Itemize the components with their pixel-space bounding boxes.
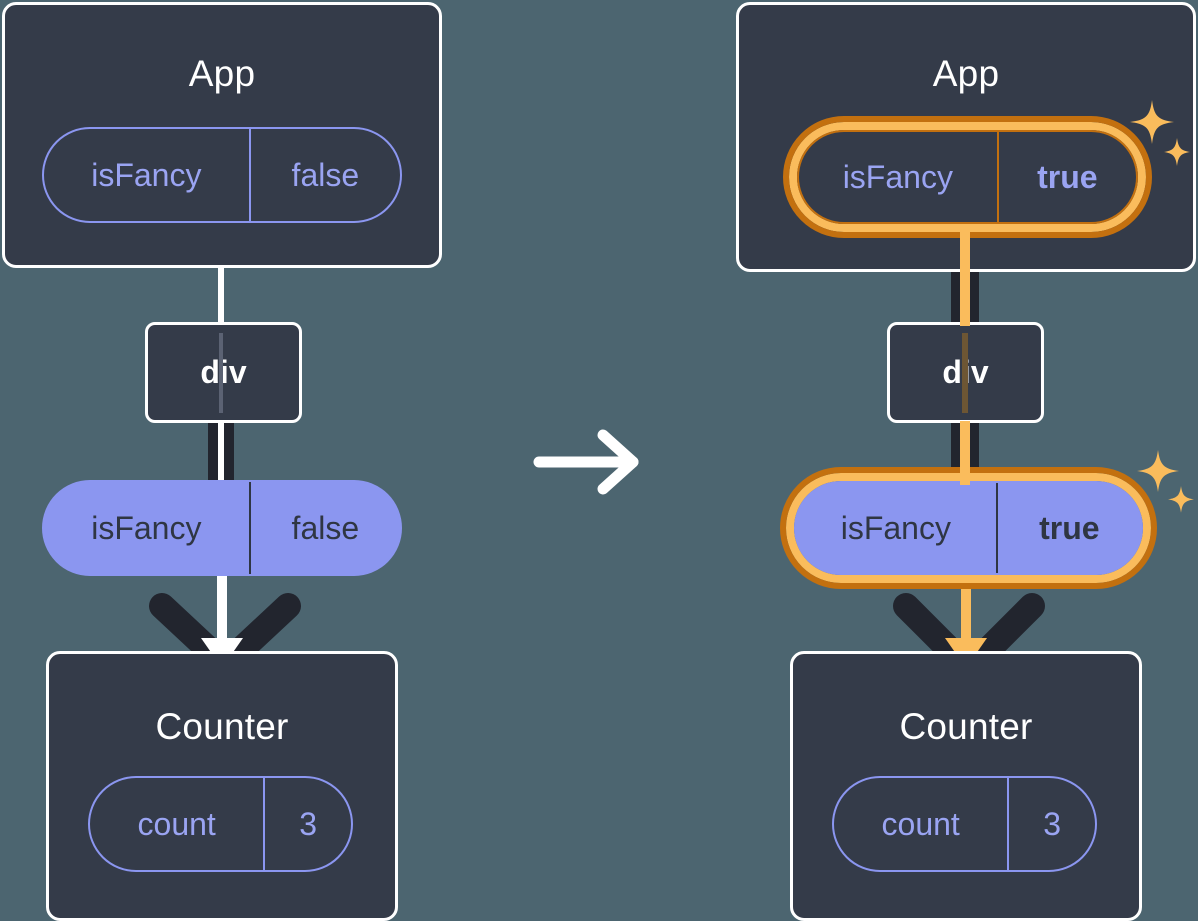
app-state-value: false — [248, 129, 400, 221]
app-state-pill-before: isFancy false — [42, 127, 402, 223]
app-card-title: App — [188, 53, 256, 94]
counter-state-name: count — [137, 805, 216, 842]
prop-name-after: isFancy — [840, 509, 951, 546]
sparkles-icon-app-after — [1130, 100, 1190, 166]
counter-state-value: 3 — [263, 778, 351, 870]
app-card-title-after: App — [932, 53, 1000, 94]
counter-state-pill-after: count 3 — [832, 776, 1097, 872]
prop-name: isFancy — [91, 509, 202, 546]
div-node-label: div — [200, 354, 247, 390]
sparkles-icon-prop-after — [1137, 450, 1194, 513]
counter-state-name-after: count — [881, 805, 960, 842]
counter-state-value-after: 3 — [1007, 778, 1095, 870]
connector-div-to-prop-center-before — [218, 421, 224, 485]
app-state-name-after: isFancy — [842, 158, 953, 195]
line-through-div-before — [219, 333, 223, 413]
prop-value-after: true — [995, 483, 1141, 573]
counter-state-pill-before: count 3 — [88, 776, 353, 872]
counter-card-title-after: Counter — [899, 706, 1033, 747]
app-state-name: isFancy — [91, 156, 202, 193]
counter-card-title: Counter — [155, 706, 289, 747]
connector-div-to-prop-core-after — [960, 421, 970, 485]
line-through-div-after — [962, 333, 968, 413]
transition-arrow-icon — [533, 429, 639, 495]
div-node-before: div — [145, 322, 302, 423]
prop-value: false — [248, 482, 400, 574]
connector-app-to-div-before — [218, 264, 224, 326]
prop-pill-after: isFancy true — [794, 481, 1143, 575]
app-state-pill-after: isFancy true — [797, 130, 1138, 224]
app-state-value-after: true — [996, 132, 1136, 222]
prop-pill-before: isFancy false — [42, 480, 402, 576]
connector-app-to-div-core-after — [960, 226, 970, 326]
